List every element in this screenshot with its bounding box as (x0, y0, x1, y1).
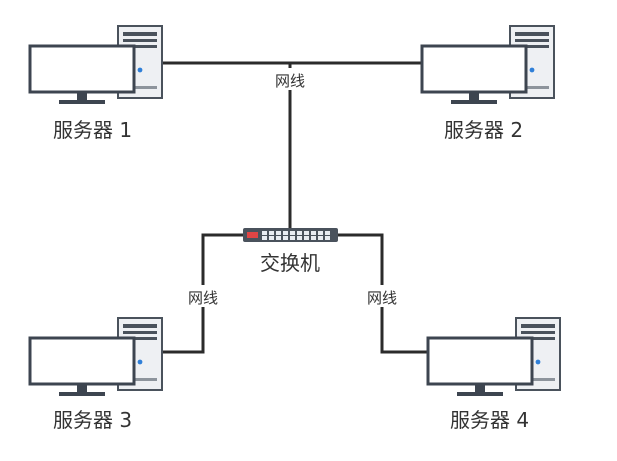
server-label-4: 服务器 4 (450, 408, 529, 432)
network-switch-icon (243, 228, 338, 242)
server-label-3: 服务器 3 (53, 408, 132, 432)
cable-label-top: 网线 (275, 72, 305, 90)
switch-label: 交换机 (260, 251, 320, 275)
desktop-computer-icon (28, 316, 164, 398)
cable-label-left: 网线 (188, 289, 218, 307)
server-3: 服务器 3 (28, 316, 164, 432)
network-switch: 交换机 (243, 228, 338, 275)
server-label-2: 服务器 2 (444, 118, 523, 142)
cable-label-right: 网线 (367, 289, 397, 307)
desktop-computer-icon (28, 24, 164, 106)
server-4: 服务器 4 (426, 316, 562, 432)
server-2: 服务器 2 (420, 24, 556, 142)
desktop-computer-icon (420, 24, 556, 106)
server-1: 服务器 1 (28, 24, 164, 142)
desktop-computer-icon (426, 316, 562, 398)
server-label-1: 服务器 1 (53, 118, 132, 142)
